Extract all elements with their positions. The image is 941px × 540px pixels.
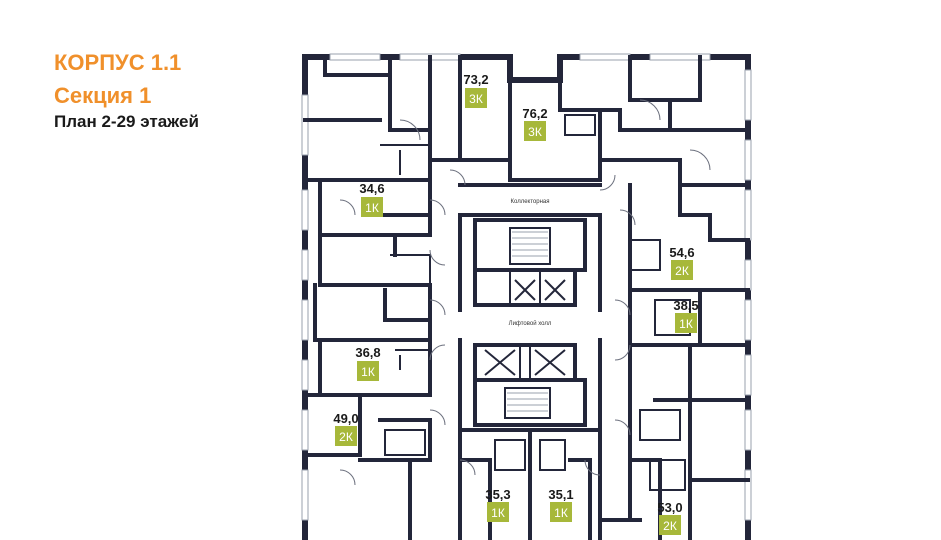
apartment-area: 34,6 — [359, 181, 384, 196]
room-type-label: 1К — [679, 317, 693, 331]
outer-walls — [301, 53, 752, 540]
apartment-area: 35,3 — [485, 487, 510, 502]
apartment-area: 53,0 — [657, 500, 682, 515]
room-type-label: 2К — [675, 264, 689, 278]
room-type-badge — [659, 515, 681, 535]
elevator-hall-label: Лифтовой холл — [509, 320, 552, 327]
room-type-label: 1К — [491, 506, 505, 520]
apartment-area: 49,0 — [333, 411, 358, 426]
room-type-badge — [487, 502, 509, 522]
apartment-area: 76,2 — [522, 106, 547, 121]
room-type-badge — [357, 361, 379, 381]
room-type-label: 3К — [469, 92, 483, 106]
room-type-label: 1К — [361, 365, 375, 379]
apartment-area: 36,8 — [355, 345, 380, 360]
apartment-54-6[interactable]: 54,6 2К — [669, 245, 695, 280]
room-type-badge — [675, 313, 697, 333]
apartment-area: 35,1 — [548, 487, 573, 502]
apartment-35-1[interactable]: 35,1 1К — [548, 487, 574, 522]
apartment-35-3[interactable]: 35,3 1К — [485, 487, 511, 522]
room-type-badge — [524, 121, 546, 141]
room-type-label: 2К — [663, 519, 677, 533]
apartment-area: 54,6 — [669, 245, 694, 260]
room-type-badge — [465, 88, 487, 108]
apartment-38-5[interactable]: 38,5 1К — [673, 298, 699, 333]
floor-plan-title: План 2-29 этажей — [54, 112, 199, 131]
apartment-area: 38,5 — [673, 298, 698, 313]
apartment-area: 73,2 — [463, 72, 488, 87]
door-swings — [339, 99, 711, 486]
room-type-label: 2К — [339, 430, 353, 444]
collector-label: Коллекторная — [511, 199, 550, 205]
room-type-badge — [550, 502, 572, 522]
apartment-53-0[interactable]: 53,0 2К — [657, 500, 683, 535]
apartment-73-2[interactable]: 73,2 3К — [463, 72, 489, 108]
building-core — [458, 213, 602, 432]
room-type-label: 3К — [528, 125, 542, 139]
building-title: КОРПУС 1.1 — [54, 50, 182, 75]
room-type-label: 1К — [365, 201, 379, 215]
room-type-label: 1К — [554, 506, 568, 520]
section-title: Секция 1 — [54, 83, 152, 108]
room-type-badge — [335, 426, 357, 446]
apartment-34-6[interactable]: 34,6 1К — [359, 181, 385, 217]
apartment-76-2[interactable]: 76,2 3К — [522, 106, 548, 141]
apartment-49-0[interactable]: 49,0 2К — [333, 411, 359, 446]
apartment-36-8[interactable]: 36,8 1К — [355, 345, 381, 381]
interior-walls — [303, 55, 750, 540]
room-type-badge — [671, 260, 693, 280]
room-type-badge — [361, 197, 383, 217]
